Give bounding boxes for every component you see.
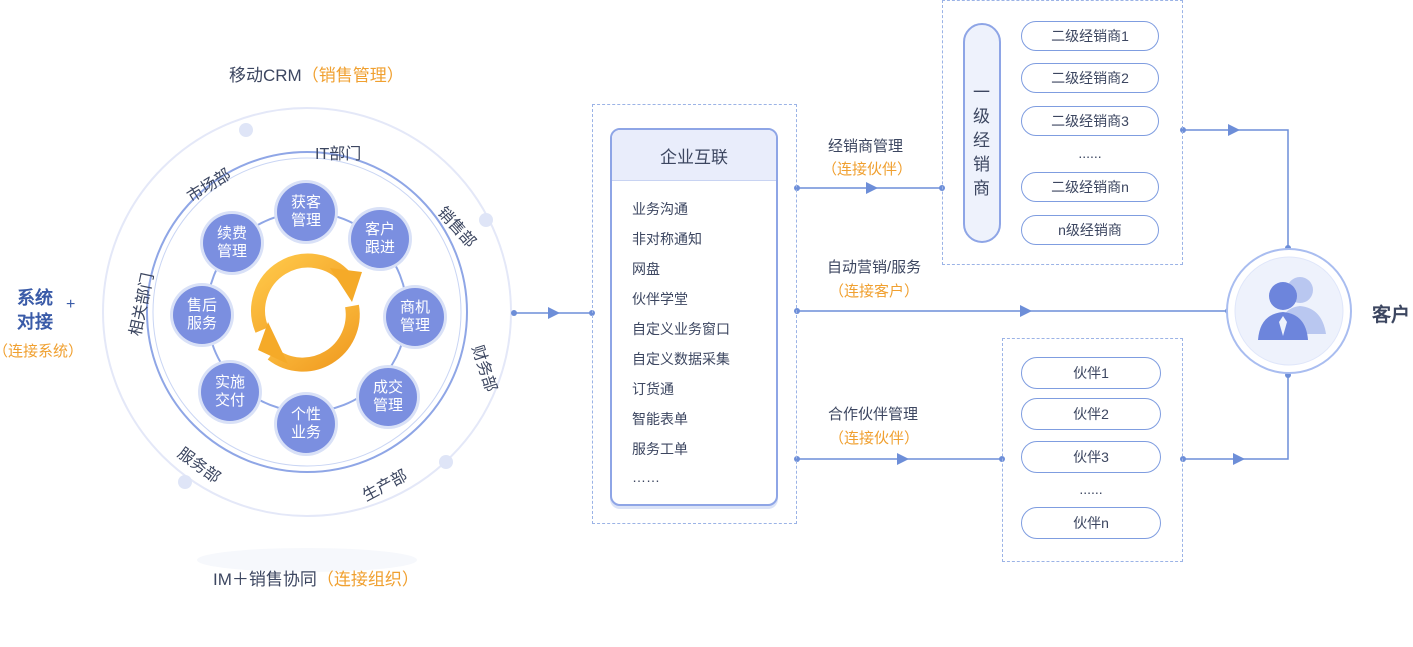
system-plus: + xyxy=(66,296,76,313)
node-follow: 客户跟进 xyxy=(351,210,409,268)
enterprise-item: 伙伴学堂 xyxy=(632,291,688,307)
dealer-mgmt-label: 经销商管理 xyxy=(828,138,904,155)
mobile-crm-note: （销售管理） xyxy=(301,66,404,85)
user-group-icon xyxy=(1258,277,1326,340)
cycle-arrow-bottom-head xyxy=(258,322,288,364)
node-opportunity: 商机管理 xyxy=(386,288,444,346)
dealer-item: 二级经销商2 xyxy=(1021,63,1159,93)
partner-item: 伙伴2 xyxy=(1021,398,1161,430)
node-aftersale: 售后服务 xyxy=(173,286,231,344)
im-label: IM＋销售协同（连接组织） xyxy=(213,565,419,590)
level1-char: 级 xyxy=(973,107,990,126)
cycle-arrow-bottom xyxy=(267,304,360,372)
partner-item: 伙伴1 xyxy=(1021,357,1161,389)
partner-item: 伙伴n xyxy=(1021,507,1161,539)
enterprise-item: 业务沟通 xyxy=(632,201,688,217)
node-deal: 成交管理 xyxy=(359,368,417,426)
middle-ring xyxy=(146,151,468,473)
node-renewal: 续费管理 xyxy=(203,214,261,272)
enterprise-panel xyxy=(610,128,778,506)
dealer-item: 二级经销商1 xyxy=(1021,21,1159,51)
node-personal: 个性业务 xyxy=(277,395,335,453)
level1-dealer-pill xyxy=(963,23,1001,243)
customer-label: 客户 xyxy=(1372,305,1411,326)
ring-dot xyxy=(239,123,253,137)
im-note: （连接组织） xyxy=(316,570,419,589)
partner-ellipsis: ...... xyxy=(1079,481,1103,497)
node-deliver: 实施交付 xyxy=(201,363,259,421)
partner-mgmt-note: （连接伙伴） xyxy=(829,430,920,447)
enterprise-item: 订货通 xyxy=(632,381,674,397)
inner-ring xyxy=(152,157,462,467)
dealer-item: 二级经销商3 xyxy=(1021,106,1159,136)
im-text: IM＋销售协同 xyxy=(213,570,317,589)
level1-char: 商 xyxy=(973,179,990,198)
ring-dot xyxy=(178,475,192,489)
enterprise-title: 企业互联 xyxy=(612,130,776,181)
enterprise-dashed-frame xyxy=(592,104,797,524)
mobile-crm-label: 移动CRM（销售管理） xyxy=(229,61,404,86)
cycle-arrow-top-head xyxy=(330,268,362,302)
enterprise-item: 网盘 xyxy=(632,261,660,277)
system-line1: 系统 xyxy=(17,288,53,308)
enterprise-item: 自定义数据采集 xyxy=(632,351,730,367)
partner-item: 伙伴3 xyxy=(1021,441,1161,473)
ring-dot xyxy=(479,213,493,227)
enterprise-item: 非对称通知 xyxy=(632,231,702,247)
enterprise-item: 智能表单 xyxy=(632,411,688,427)
dealer-item: 二级经销商n xyxy=(1021,172,1159,202)
node-acquire: 获客管理 xyxy=(277,183,335,241)
partners-dashed-frame xyxy=(1002,338,1183,562)
partner-mgmt-label: 合作伙伴管理 xyxy=(828,406,919,423)
auto-marketing-note: （连接客户） xyxy=(829,283,920,300)
dept-it: IT部门 xyxy=(315,146,362,163)
auto-marketing-label: 自动营销/服务 xyxy=(827,259,922,276)
system-note: （连接系统） xyxy=(0,343,84,360)
dealers-dashed-frame xyxy=(942,0,1183,265)
enterprise-item: 服务工单 xyxy=(632,441,688,457)
mobile-crm-text: 移动CRM xyxy=(229,66,302,85)
level1-char: 经 xyxy=(973,131,990,150)
enterprise-item: …… xyxy=(632,469,660,485)
system-line2: 对接 xyxy=(17,312,53,332)
dealer-ellipsis: ...... xyxy=(1078,145,1102,161)
outer-ring xyxy=(102,107,512,517)
level1-char: 销 xyxy=(973,155,990,174)
dealer-item: n级经销商 xyxy=(1021,215,1159,245)
ring-dot xyxy=(439,455,453,469)
enterprise-item: 自定义业务窗口 xyxy=(632,321,730,337)
cycle-arrow-top xyxy=(251,253,352,333)
level1-char: 一 xyxy=(973,83,990,102)
dealer-mgmt-note: （连接伙伴） xyxy=(822,161,913,178)
